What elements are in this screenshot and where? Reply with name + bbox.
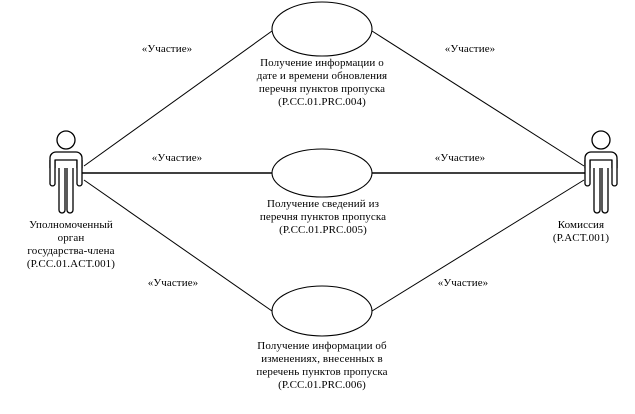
actor-torso-right (584, 151, 618, 169)
association-line-left-top (83, 30, 273, 167)
use-case-ellipse-top[interactable] (271, 1, 373, 57)
actor-figure-left[interactable] (49, 130, 83, 214)
use-case-label-top: Получение информации о дате и времени об… (256, 57, 388, 108)
actor-leg-left-right (593, 168, 601, 214)
actor-head-right (591, 130, 611, 150)
association-label-left-bottom: «Участие» (147, 277, 199, 289)
actor-arm-left-left (49, 160, 56, 187)
association-label-right-middle: «Участие» (434, 152, 486, 164)
actor-arm-left-right (584, 160, 591, 187)
actor-figure-right[interactable] (584, 130, 618, 214)
use-case-ellipse-middle[interactable] (271, 148, 373, 198)
actor-head-left (56, 130, 76, 150)
actor-leg-left-left (58, 168, 66, 214)
association-line-left-bottom (83, 179, 273, 312)
use-case-ellipse-bottom[interactable] (271, 285, 373, 337)
association-label-left-top: «Участие» (141, 43, 193, 55)
association-label-left-middle: «Участие» (151, 152, 203, 164)
use-case-label-bottom: Получение информации об изменениях, внес… (256, 340, 388, 391)
actor-leg-right-left (66, 168, 74, 214)
actor-torso-left (49, 151, 83, 169)
association-label-right-top: «Участие» (444, 43, 496, 55)
actor-label-left: Уполномоченный орган государства-члена (… (26, 219, 116, 270)
association-label-right-bottom: «Участие» (437, 277, 489, 289)
actor-leg-right-right (601, 168, 609, 214)
actor-label-right: Комиссия (Р.ACT.001) (552, 219, 610, 244)
use-case-label-middle: Получение сведений из перечня пунктов пр… (259, 198, 387, 236)
association-line-right-bottom (371, 179, 585, 312)
actor-arm-right-right (611, 160, 618, 187)
actor-arm-right-left (76, 160, 83, 187)
association-line-right-top (371, 30, 585, 167)
